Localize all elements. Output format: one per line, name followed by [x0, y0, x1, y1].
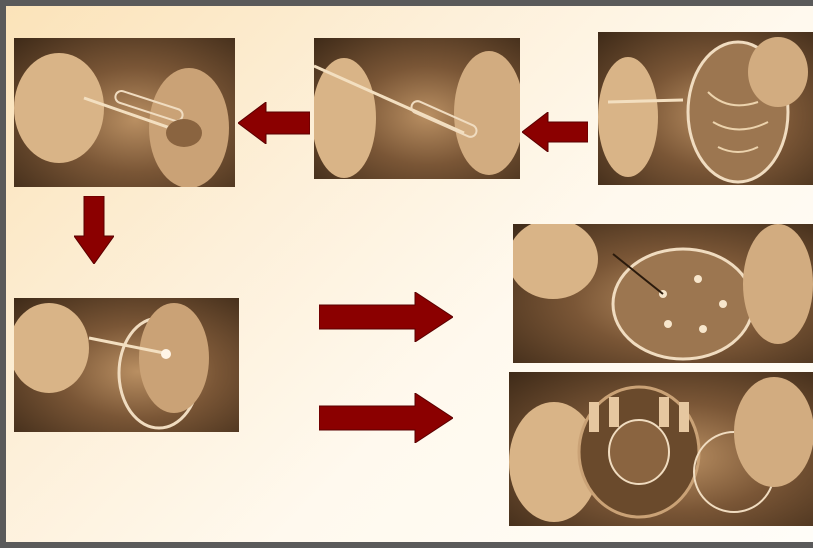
swab-icon — [14, 298, 239, 432]
test-tube-icon — [14, 38, 235, 187]
slide-canvas — [6, 6, 813, 542]
arrow-down — [74, 196, 114, 264]
photo-placing-antibiotic-disks — [513, 224, 813, 363]
arrow-left-1 — [522, 112, 588, 152]
petri-dish-streak-icon — [598, 32, 813, 185]
photo-swabbing-plate — [14, 298, 239, 432]
disk-plate-icon — [513, 224, 813, 363]
photo-mixing-broth-tube — [14, 38, 235, 187]
photo-inoculating-test-tube — [314, 38, 520, 179]
dispenser-icon — [509, 372, 813, 526]
test-tube-icon — [314, 38, 520, 179]
arrow-right-1 — [319, 292, 453, 342]
arrow-right-2 — [319, 393, 453, 443]
arrow-left-2 — [238, 102, 310, 144]
photo-disk-dispenser — [509, 372, 813, 526]
photo-streaked-petri-dish — [598, 32, 813, 185]
